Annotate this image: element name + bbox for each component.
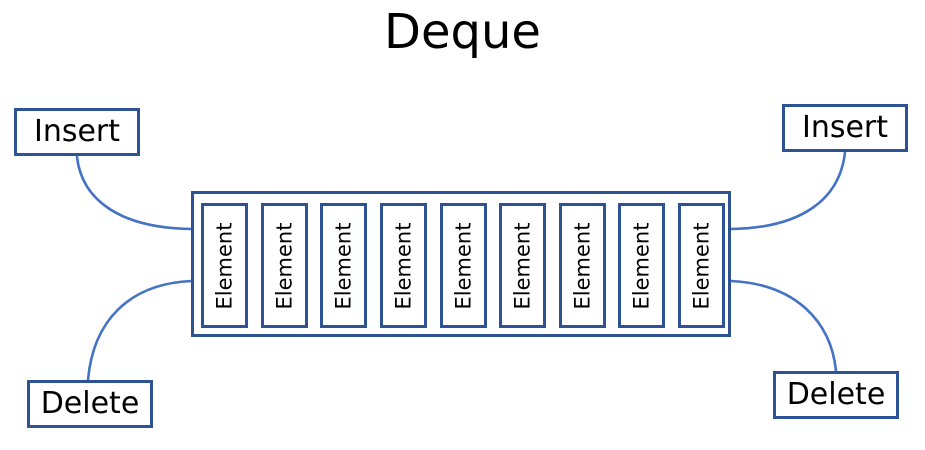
deque-element[interactable]: Element [201,203,248,328]
deque-elements-row: Element Element Element Element Element … [201,203,725,328]
insert-left-label-box[interactable]: Insert [14,108,140,156]
connector-delete-right-line [729,279,838,373]
deque-element[interactable]: Element [439,203,487,328]
page-title: Deque [384,4,541,60]
insert-right-label-box[interactable]: Insert [782,104,908,152]
deque-element[interactable]: Element [320,203,368,328]
delete-left-label-box[interactable]: Delete [27,380,153,428]
delete-right-label-text: Delete [786,377,886,412]
deque-element[interactable]: Element [558,203,606,328]
deque-element-label: Element [212,222,237,309]
deque-element[interactable]: Element [618,203,666,328]
deque-element-label: Element [510,222,535,309]
insert-left-label-text: Insert [33,114,121,149]
deque-element-label: Element [331,222,356,309]
deque-container: Element Element Element Element Element … [191,191,731,337]
insert-right-label-text: Insert [801,110,889,145]
deque-element-label: Element [689,222,714,309]
deque-element[interactable]: Element [260,203,308,328]
delete-right-label-box[interactable]: Delete [773,371,899,419]
connector-insert-right-line [729,150,847,231]
deque-element-label: Element [629,222,654,309]
deque-element-label: Element [570,222,595,309]
deque-element[interactable]: Element [499,203,547,328]
deque-element-label: Element [272,222,297,309]
deque-element[interactable]: Element [379,203,427,328]
connector-delete-left-line [86,279,193,382]
deque-element-label: Element [391,222,416,309]
deque-element[interactable]: Element [678,203,725,328]
delete-left-label-text: Delete [40,386,140,421]
connector-insert-left-line [75,155,193,231]
deque-element-label: Element [451,222,476,309]
